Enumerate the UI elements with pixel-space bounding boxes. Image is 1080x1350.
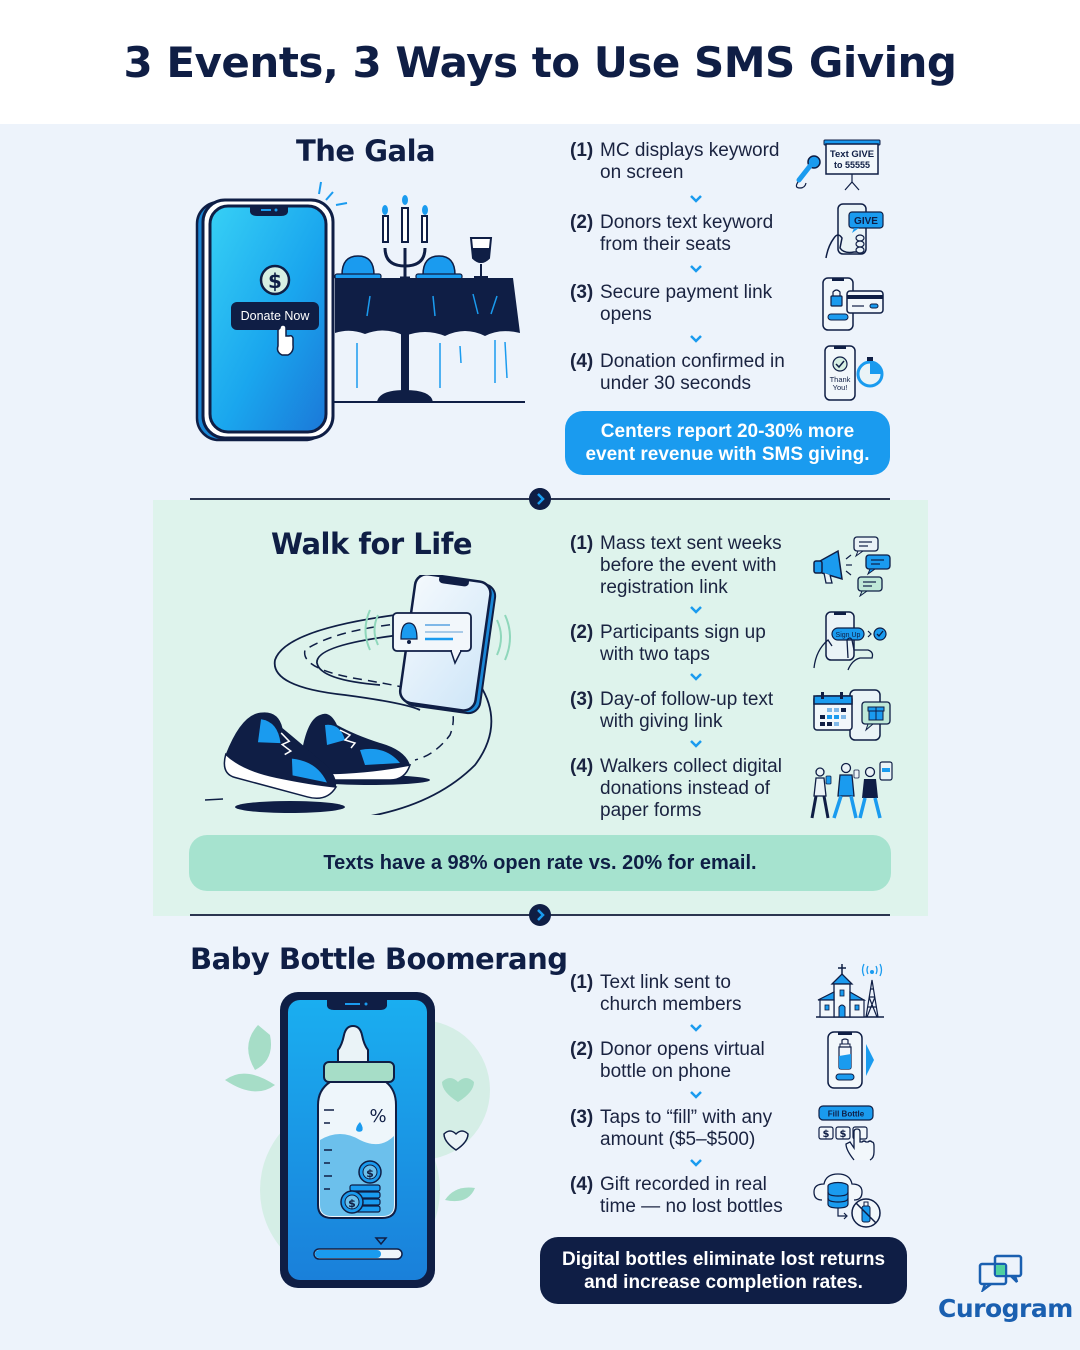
svg-text:$: $ <box>348 1197 356 1210</box>
svg-text:$: $ <box>823 1129 830 1140</box>
step-text: Walkers collect digital donations instea… <box>600 756 782 821</box>
chevron-down-icon <box>690 1159 702 1167</box>
donate-now-button: Donate Now <box>240 309 310 323</box>
svg-text:%: % <box>369 1106 386 1127</box>
chevron-down-icon <box>690 740 702 748</box>
walkers-phones-icon <box>810 761 893 819</box>
step-text: Mass text sent weeks before the event wi… <box>600 533 782 598</box>
megaphone-messages-icon <box>813 536 891 597</box>
chevron-down-icon <box>690 265 702 273</box>
step-number: (1) <box>570 972 594 993</box>
phone-thankyou-stopwatch-icon: Thank You! <box>824 345 884 401</box>
chevron-down-icon <box>690 335 702 343</box>
step-number: (4) <box>570 756 594 777</box>
step-text: Donor opens virtual bottle on phone <box>600 1039 765 1082</box>
chevron-right-icon <box>529 904 551 926</box>
step-text: Secure payment link opens <box>600 282 773 325</box>
stat-callout-walk: Texts have a 98% open rate vs. 20% for e… <box>189 835 891 891</box>
chevron-down-icon <box>690 1024 702 1032</box>
chevron-down-icon <box>690 606 702 614</box>
step-number: (4) <box>570 1174 594 1195</box>
hand-phone-give-icon: GIVE <box>825 203 884 259</box>
svg-text:to 55555: to 55555 <box>834 160 870 170</box>
svg-text:You!: You! <box>833 383 848 392</box>
step-number: (3) <box>570 282 594 303</box>
section-title-gala: The Gala <box>296 134 436 168</box>
callout-line: event revenue with SMS giving. <box>585 444 870 465</box>
step-number: (3) <box>570 689 594 710</box>
step-text: Text link sent to church members <box>600 972 742 1015</box>
microphone-screen-icon: Text GIVE to 55555 <box>795 139 881 191</box>
chevron-right-icon <box>529 488 551 510</box>
phone-bottle-icon <box>827 1031 874 1089</box>
step-number: (2) <box>570 622 594 643</box>
step-text: Taps to “fill” with any amount ($5–$500) <box>600 1107 773 1150</box>
step-number: (1) <box>570 140 594 161</box>
svg-text:Sign Up: Sign Up <box>836 632 861 639</box>
stat-callout-bottle: Digital bottles eliminate lost returns a… <box>540 1237 907 1304</box>
page-title: 3 Events, 3 Ways to Use SMS Giving <box>123 38 957 87</box>
chevron-down-icon <box>690 195 702 203</box>
phone-lock-card-icon <box>822 277 884 331</box>
chevron-down-icon <box>690 1091 702 1099</box>
svg-text:$: $ <box>840 1129 847 1140</box>
step-text: Donors text keyword from their seats <box>600 212 774 255</box>
cloud-database-no-bottle-icon <box>813 1173 881 1228</box>
svg-text:Text GIVE: Text GIVE <box>830 149 874 160</box>
church-tower-icon <box>816 963 884 1018</box>
fill-bottle-tap-icon: Fill Bottle $ $ <box>818 1105 875 1161</box>
stat-callout-gala: Centers report 20-30% more event revenue… <box>565 411 890 475</box>
walk-steps: (1) Mass text sent weeks before the even… <box>570 533 900 833</box>
step-number: (2) <box>570 1039 594 1060</box>
brand-name: Curogram <box>938 1294 1073 1323</box>
calendar-phone-gift-icon <box>813 689 891 741</box>
callout-line: Centers report 20-30% more <box>600 421 855 442</box>
svg-text:Thank: Thank <box>830 375 851 384</box>
phone-donate-table-icon: $ <box>195 181 525 442</box>
hand-signup-check-icon: Sign Up <box>813 611 887 671</box>
callout-line: and increase completion rates. <box>584 1272 863 1293</box>
phone-baby-bottle-icon: % $ $ <box>225 992 490 1288</box>
chevron-down-icon <box>690 673 702 681</box>
step-number: (1) <box>570 533 594 554</box>
step-number: (2) <box>570 212 594 233</box>
step-text: Donation confirmed in under 30 seconds <box>600 351 785 394</box>
bottle-steps: (1) Text link sent to church members (2)… <box>570 972 900 1232</box>
svg-text:Fill Bottle: Fill Bottle <box>828 1110 865 1119</box>
section-title-walk: Walk for Life <box>271 527 473 561</box>
svg-text:$: $ <box>268 269 282 293</box>
step-text: MC displays keyword on screen <box>600 140 780 183</box>
step-number: (4) <box>570 351 594 372</box>
step-text: Day-of follow-up text with giving link <box>600 689 774 732</box>
callout-line: Digital bottles eliminate lost returns <box>561 1249 886 1270</box>
section-title-bottle: Baby Bottle Boomerang <box>190 942 568 976</box>
step-text: Gift recorded in real time — no lost bot… <box>600 1174 783 1217</box>
sneakers-phone-notification-icon <box>205 575 511 815</box>
step-number: (3) <box>570 1107 594 1128</box>
chat-bubbles-logo-icon <box>978 1254 1023 1292</box>
step-text: Participants sign up with two taps <box>600 622 766 665</box>
svg-text:$: $ <box>366 1167 374 1180</box>
gala-steps: (1) MC displays keyword on screen (2) Do… <box>570 140 900 410</box>
header: 3 Events, 3 Ways to Use SMS Giving <box>0 0 1080 124</box>
svg-text:GIVE: GIVE <box>854 216 878 227</box>
